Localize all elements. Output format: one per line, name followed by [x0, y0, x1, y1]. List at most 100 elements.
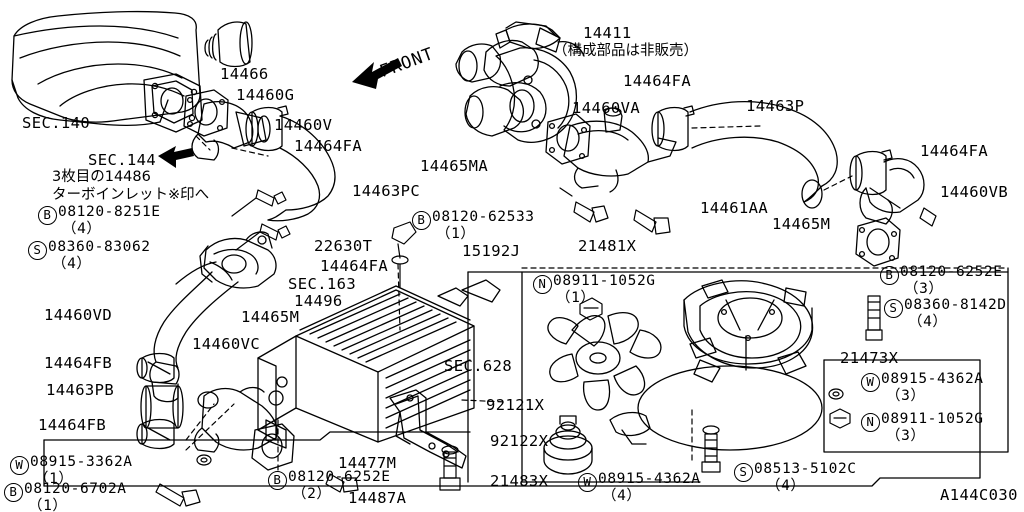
fastener-number: 08120-8251E	[58, 204, 161, 220]
label-14463P: 14463P	[746, 97, 805, 115]
clamp-14464FA-turbo-art	[651, 105, 695, 152]
fan-blade-art	[547, 311, 662, 445]
fastener-number: 08911-1052G	[553, 273, 656, 289]
badge-icon-n: N	[533, 275, 552, 294]
label-14464FA-turbo: 14464FA	[623, 72, 692, 90]
badge-icon-s: S	[734, 463, 753, 482]
fastener-qty: （4）	[52, 256, 92, 272]
fastener-number: 08120-6702A	[24, 481, 127, 497]
label-14477M: 14477M	[338, 454, 397, 472]
fastener-qty: （3）	[886, 428, 926, 444]
fan-shroud-art	[683, 279, 814, 383]
label-22630T: 22630T	[314, 237, 373, 255]
label-21483X: 21483X	[490, 472, 549, 490]
label-14496: 14496	[294, 292, 343, 310]
fastener-qty: （4）	[602, 488, 642, 504]
label-14465M-left: 14465M	[241, 308, 300, 326]
badge-icon-w: W	[578, 473, 597, 492]
elbow-assembly-left-art	[175, 231, 277, 289]
label-14463PC: 14463PC	[352, 182, 421, 200]
badge-icon-b: B	[4, 483, 23, 502]
label-sec140: SEC.140	[22, 114, 91, 132]
note-sec144-line3: ターボインレット※印へ	[52, 187, 210, 203]
label-sec163: SEC.163	[288, 275, 357, 293]
badge-icon-w: W	[10, 456, 29, 475]
clamps-sleeve-left-art	[136, 352, 184, 450]
fastener-number: 08915-4362A	[598, 471, 701, 487]
outlet-right-art	[849, 149, 925, 267]
badge-icon-b: B	[880, 266, 899, 285]
intercooler-core-art	[257, 279, 501, 449]
badge-icon-b: B	[38, 206, 57, 225]
sheet-code: A144C030	[940, 486, 1018, 504]
badge-icon-w: W	[861, 373, 880, 392]
badge-icon-b: B	[412, 211, 431, 230]
fastener-number: 08120-6252E	[900, 264, 1003, 280]
hose-14463PC-art	[267, 115, 336, 222]
label-14463PB: 14463PB	[46, 381, 115, 399]
label-14464FA-left: 14464FA	[294, 137, 363, 155]
fastener-number: 08915-4362A	[881, 371, 984, 387]
label-14464FA-right: 14464FA	[920, 142, 989, 160]
fastener-number: 08911-1052G	[881, 411, 984, 427]
fastener-number: 08120-62533	[432, 209, 535, 225]
outlet-elbow-14460VA-art	[545, 107, 677, 193]
hose-14463P-art	[689, 100, 838, 209]
pipe-14460VD-art	[149, 261, 239, 403]
fastener-icons	[155, 187, 937, 507]
fastener-qty: （3）	[886, 388, 926, 404]
badge-icon-s: S	[28, 241, 47, 260]
label-14466: 14466	[220, 65, 269, 83]
fastener-qty: （1）	[34, 471, 74, 487]
badge-icon-n: N	[861, 413, 880, 432]
label-14411: 14411	[583, 24, 632, 42]
label-15192J: 15192J	[462, 242, 521, 260]
label-14465MA: 14465MA	[420, 157, 489, 175]
bracket-14477M-art	[389, 389, 467, 469]
badge-icon-b: B	[268, 471, 287, 490]
fastener-qty: （3）	[904, 281, 944, 297]
front-arrow-icon	[352, 58, 402, 89]
label-92122X: 92122X	[490, 432, 549, 450]
label-14487A: 14487A	[348, 489, 407, 507]
fastener-number: 08915-3362A	[30, 454, 133, 470]
leader-dashes	[185, 125, 1009, 471]
fastener-number: 08513-5102C	[754, 461, 857, 477]
fastener-qty: （4）	[908, 314, 948, 330]
label-14464FB-top: 14464FB	[44, 354, 113, 372]
note-sec144-line1: SEC.144	[88, 151, 157, 169]
fastener-number: 08120-6252E	[288, 469, 391, 485]
condenser-grid-art	[637, 365, 823, 451]
callout-boxes	[43, 267, 1009, 487]
fastener-qty: （1）	[556, 290, 596, 306]
label-14460VC: 14460VC	[192, 335, 261, 353]
label-14464FA-mid: 14464FA	[320, 257, 389, 275]
turbocharger-art	[455, 21, 585, 143]
clamp-14464FA-left-art	[245, 105, 289, 152]
sec144-arrow-icon	[158, 146, 194, 168]
fan-motor-art	[543, 415, 593, 475]
note-sec144-line2: 3枚目の14486	[52, 169, 151, 185]
label-14460G: 14460G	[236, 86, 295, 104]
intake-manifold-art	[11, 10, 203, 133]
fastener-qty: （1）	[28, 498, 68, 512]
fastener-qty: （4）	[62, 221, 102, 237]
label-14460V: 14460V	[274, 116, 333, 134]
note-turbo-non-sale: （構成部品は非販売）	[553, 43, 698, 59]
label-sec628: SEC.628	[444, 357, 513, 375]
fastener-qty: （2）	[292, 486, 332, 502]
label-14464FB-bottom: 14464FB	[38, 416, 107, 434]
label-92121X: 92121X	[486, 396, 545, 414]
